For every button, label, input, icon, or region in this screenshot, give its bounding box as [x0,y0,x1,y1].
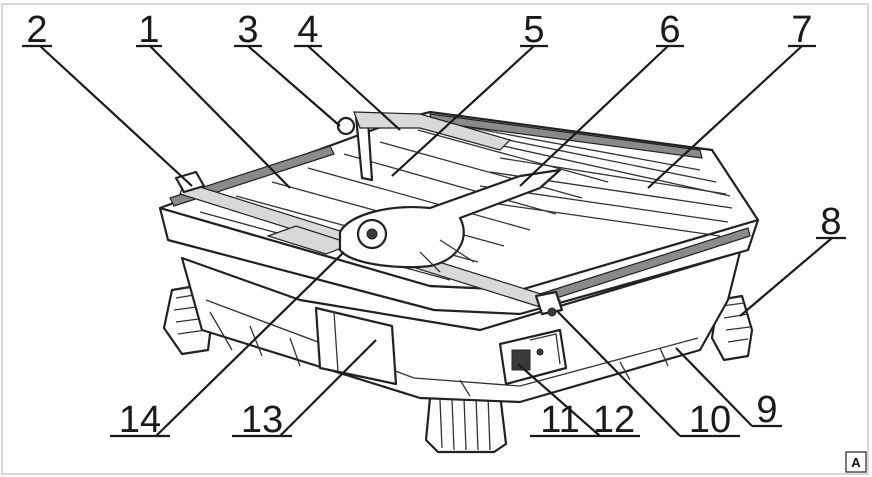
callout-2: 2 [26,9,47,51]
border [1,3,869,475]
corner-label: A [851,455,861,470]
callout-lines [22,44,846,438]
corner-box [845,451,867,473]
callout-14: 14 [119,399,161,441]
callout-6: 6 [659,9,680,51]
callout-12: 12 [593,399,635,441]
callout-numbers: 2 1 3 4 5 6 7 8 9 10 11 12 13 14 [26,9,841,441]
callout-10: 10 [689,399,731,441]
callout-9: 9 [756,389,777,431]
callout-3: 3 [237,9,258,51]
callout-1: 1 [138,9,159,51]
tile-saw-illustration [158,110,760,454]
callout-11: 11 [540,399,579,441]
callout-5: 5 [523,9,544,51]
callout-7: 7 [791,9,812,51]
callout-4: 4 [297,9,318,51]
callout-13: 13 [241,399,283,441]
callout-8: 8 [820,201,841,243]
